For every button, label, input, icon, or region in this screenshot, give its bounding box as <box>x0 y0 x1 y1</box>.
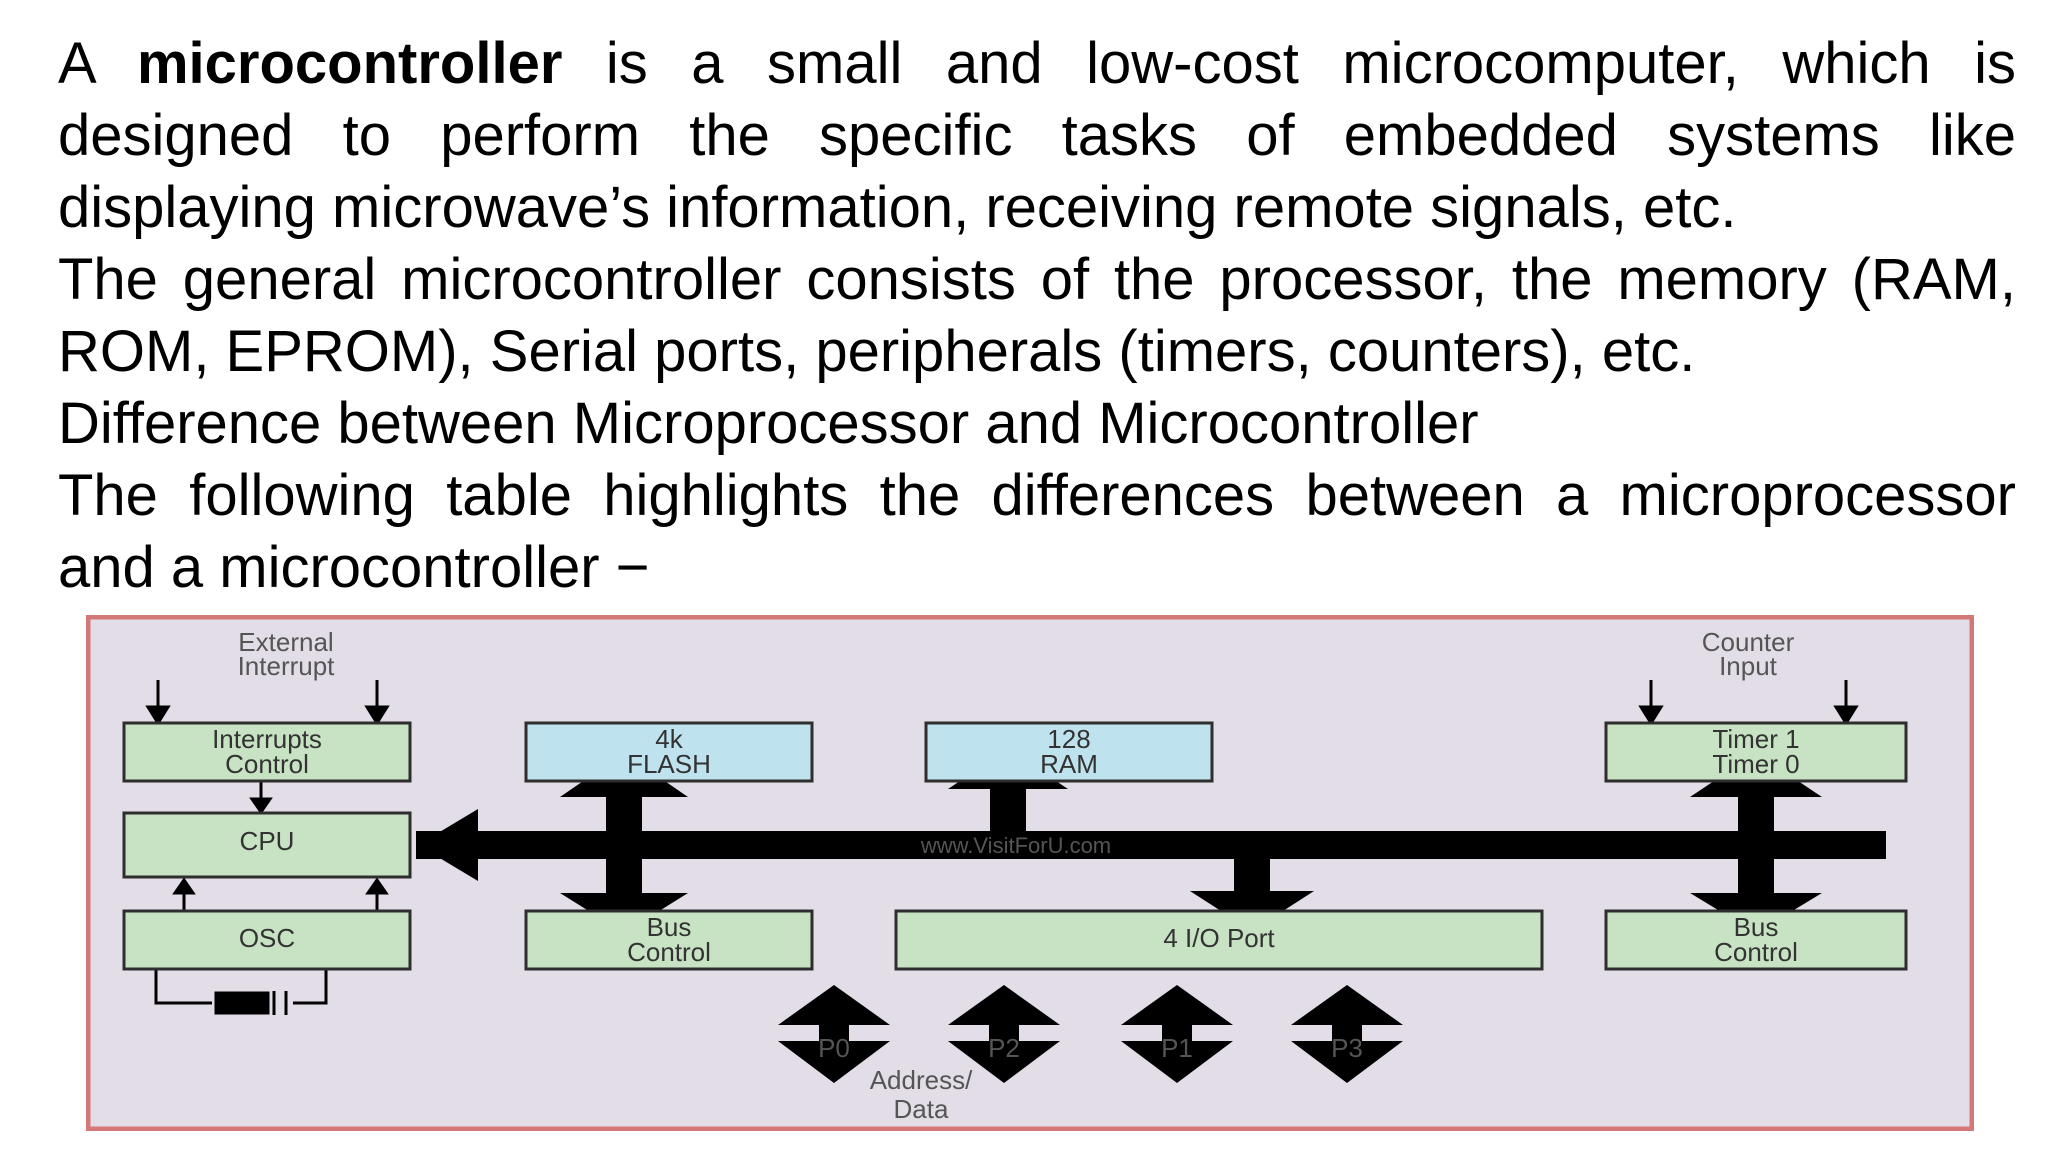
port-arrowhead-down <box>1291 1041 1403 1083</box>
text-span: A <box>58 31 137 96</box>
io-port-label: 4 I/O Port <box>1163 923 1275 953</box>
bus-control-left-label-2: Control <box>627 937 711 967</box>
ram-bus-stem <box>990 783 1026 843</box>
text-span: is a small and low-cost microcomputer, w… <box>562 31 2016 96</box>
crystal-oscillator <box>154 967 328 1015</box>
crystal-wire-right <box>293 967 328 1005</box>
port-arrowhead-up <box>948 985 1060 1025</box>
paragraph-1-line-3: displaying microwave’s information, rece… <box>58 175 1737 240</box>
flash-label-2: FLASH <box>627 749 711 779</box>
bus-control-box-left <box>524 909 814 971</box>
section-heading: Difference between Microprocessor and Mi… <box>58 391 1479 456</box>
ext-int-arrowhead-2 <box>364 705 390 726</box>
port-arrow-p1 <box>1121 985 1233 1083</box>
port-label-p3: P3 <box>1331 1033 1363 1063</box>
timers-box <box>1604 721 1908 783</box>
ram-box <box>924 721 1214 783</box>
paragraph-1-line-1: A microcontroller is a small and low-cos… <box>58 28 2016 100</box>
bold-term: microcontroller <box>136 31 563 96</box>
text-content: A microcontroller is a small and low-cos… <box>58 28 2016 604</box>
external-interrupt-label-2: Interrupt <box>238 651 336 681</box>
port-arrowhead-up <box>1121 985 1233 1025</box>
port-label-p1: P1 <box>1161 1033 1193 1063</box>
counter-arrowhead-1 <box>1638 705 1664 726</box>
paragraph-3-line-1: The following table highlights the diffe… <box>58 463 2016 528</box>
port-arrowhead-down <box>948 1041 1060 1083</box>
port-label-p0: P0 <box>818 1033 850 1063</box>
bus-control-box-right <box>1604 909 1908 971</box>
port-arrowhead-down <box>778 1041 890 1083</box>
watermark-text: www.VisitForU.com <box>920 833 1111 858</box>
bus-control-right-label-1: Bus <box>1734 912 1779 942</box>
port-arrow-p0 <box>778 985 890 1083</box>
paragraph-2-line-2: ROM, EPROM), Serial ports, peripherals (… <box>58 319 1696 384</box>
ram-label-1: 128 <box>1047 724 1090 754</box>
paragraph-2-line-1: The general microcontroller consists of … <box>58 247 2016 312</box>
timers-label-1: Timer 1 <box>1712 724 1799 754</box>
counter-input-label-1: Counter <box>1702 627 1795 657</box>
osc-to-cpu-arrowhead-1 <box>172 877 196 895</box>
paragraph-1-line-2: designed to perform the specific tasks o… <box>58 103 2016 168</box>
cpu-label: CPU <box>240 826 295 856</box>
interrupts-control-label-1: Interrupts <box>212 724 322 754</box>
osc-label: OSC <box>239 923 295 953</box>
microcontroller-block-diagram: External Interrupt Counter Input Interru… <box>86 615 1974 1131</box>
timers-label-2: Timer 0 <box>1712 749 1799 779</box>
interrupts-control-box <box>122 721 412 783</box>
interrupts-control-label-2: Control <box>225 749 309 779</box>
flash-box <box>524 721 814 783</box>
ext-int-arrowhead-1 <box>145 705 171 726</box>
bus-control-left-label-1: Bus <box>647 912 692 942</box>
bus-control-right-label-2: Control <box>1714 937 1798 967</box>
ram-label-2: RAM <box>1040 749 1098 779</box>
address-data-label-1: Address/ <box>870 1065 973 1095</box>
osc-to-cpu-arrowhead-2 <box>365 877 389 895</box>
crystal-wire-left <box>154 967 212 1005</box>
flash-label-1: 4k <box>655 724 683 754</box>
address-data-label-2: Data <box>894 1094 949 1124</box>
external-interrupt-label-1: External <box>238 627 333 657</box>
osc-box <box>122 909 412 971</box>
counter-arrowhead-2 <box>1833 705 1859 726</box>
counter-input-label-2: Input <box>1719 651 1778 681</box>
main-bus <box>416 831 1886 859</box>
port-arrow-p3 <box>1291 985 1403 1083</box>
crystal-body <box>214 991 270 1015</box>
port-arrowhead-down <box>1121 1041 1233 1083</box>
port-label-p2: P2 <box>988 1033 1020 1063</box>
bus-to-cpu-arrowhead <box>418 809 478 881</box>
cpu-box <box>122 811 412 879</box>
int-to-cpu-arrowhead <box>249 797 273 815</box>
port-arrowhead-up <box>778 985 890 1025</box>
port-arrowhead-up <box>1291 985 1403 1025</box>
paragraph-3-line-2: and a microcontroller − <box>58 535 650 600</box>
port-arrow-p2 <box>948 985 1060 1083</box>
io-port-box <box>894 909 1544 971</box>
